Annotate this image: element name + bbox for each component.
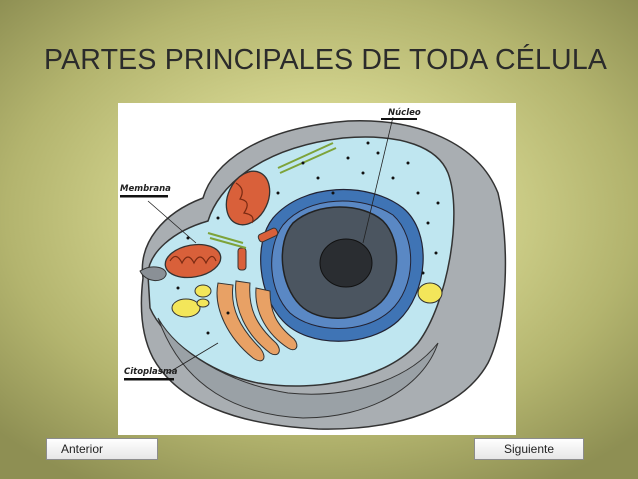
next-button[interactable]: Siguiente — [474, 438, 584, 460]
slide-title: PARTES PRINCIPALES DE TODA CÉLULA — [44, 44, 608, 76]
mitochondrion-lower — [164, 243, 222, 279]
label-cytoplasm: Citoplasma — [124, 367, 178, 377]
ribosomes — [176, 141, 440, 335]
membrane-label-line — [147, 200, 197, 244]
mitochondrion-upper — [225, 170, 271, 226]
label-cytoplasm-underline — [124, 378, 174, 381]
cytoplasm-label-line — [167, 342, 219, 374]
cut-plane-shadow — [157, 317, 439, 419]
previous-button[interactable]: Anterior — [46, 438, 158, 460]
label-membrane: Membrana — [120, 184, 171, 194]
cell-illustration: Núcleo Membrana Citoplasma — [120, 108, 507, 430]
label-nucleus-underline — [381, 118, 417, 120]
nucleolus — [319, 238, 373, 288]
lysosome — [139, 266, 167, 281]
ribosome-rod — [237, 247, 247, 271]
label-nucleus: Núcleo — [388, 108, 421, 118]
golgi-apparatus — [216, 280, 298, 362]
vesicles — [171, 282, 443, 318]
label-membrane-underline — [120, 195, 168, 198]
microfilaments — [207, 142, 337, 249]
cell-diagram: Núcleo Membrana Citoplasma — [118, 103, 516, 435]
centriole — [257, 227, 279, 243]
nucleus-label-line — [362, 116, 394, 244]
